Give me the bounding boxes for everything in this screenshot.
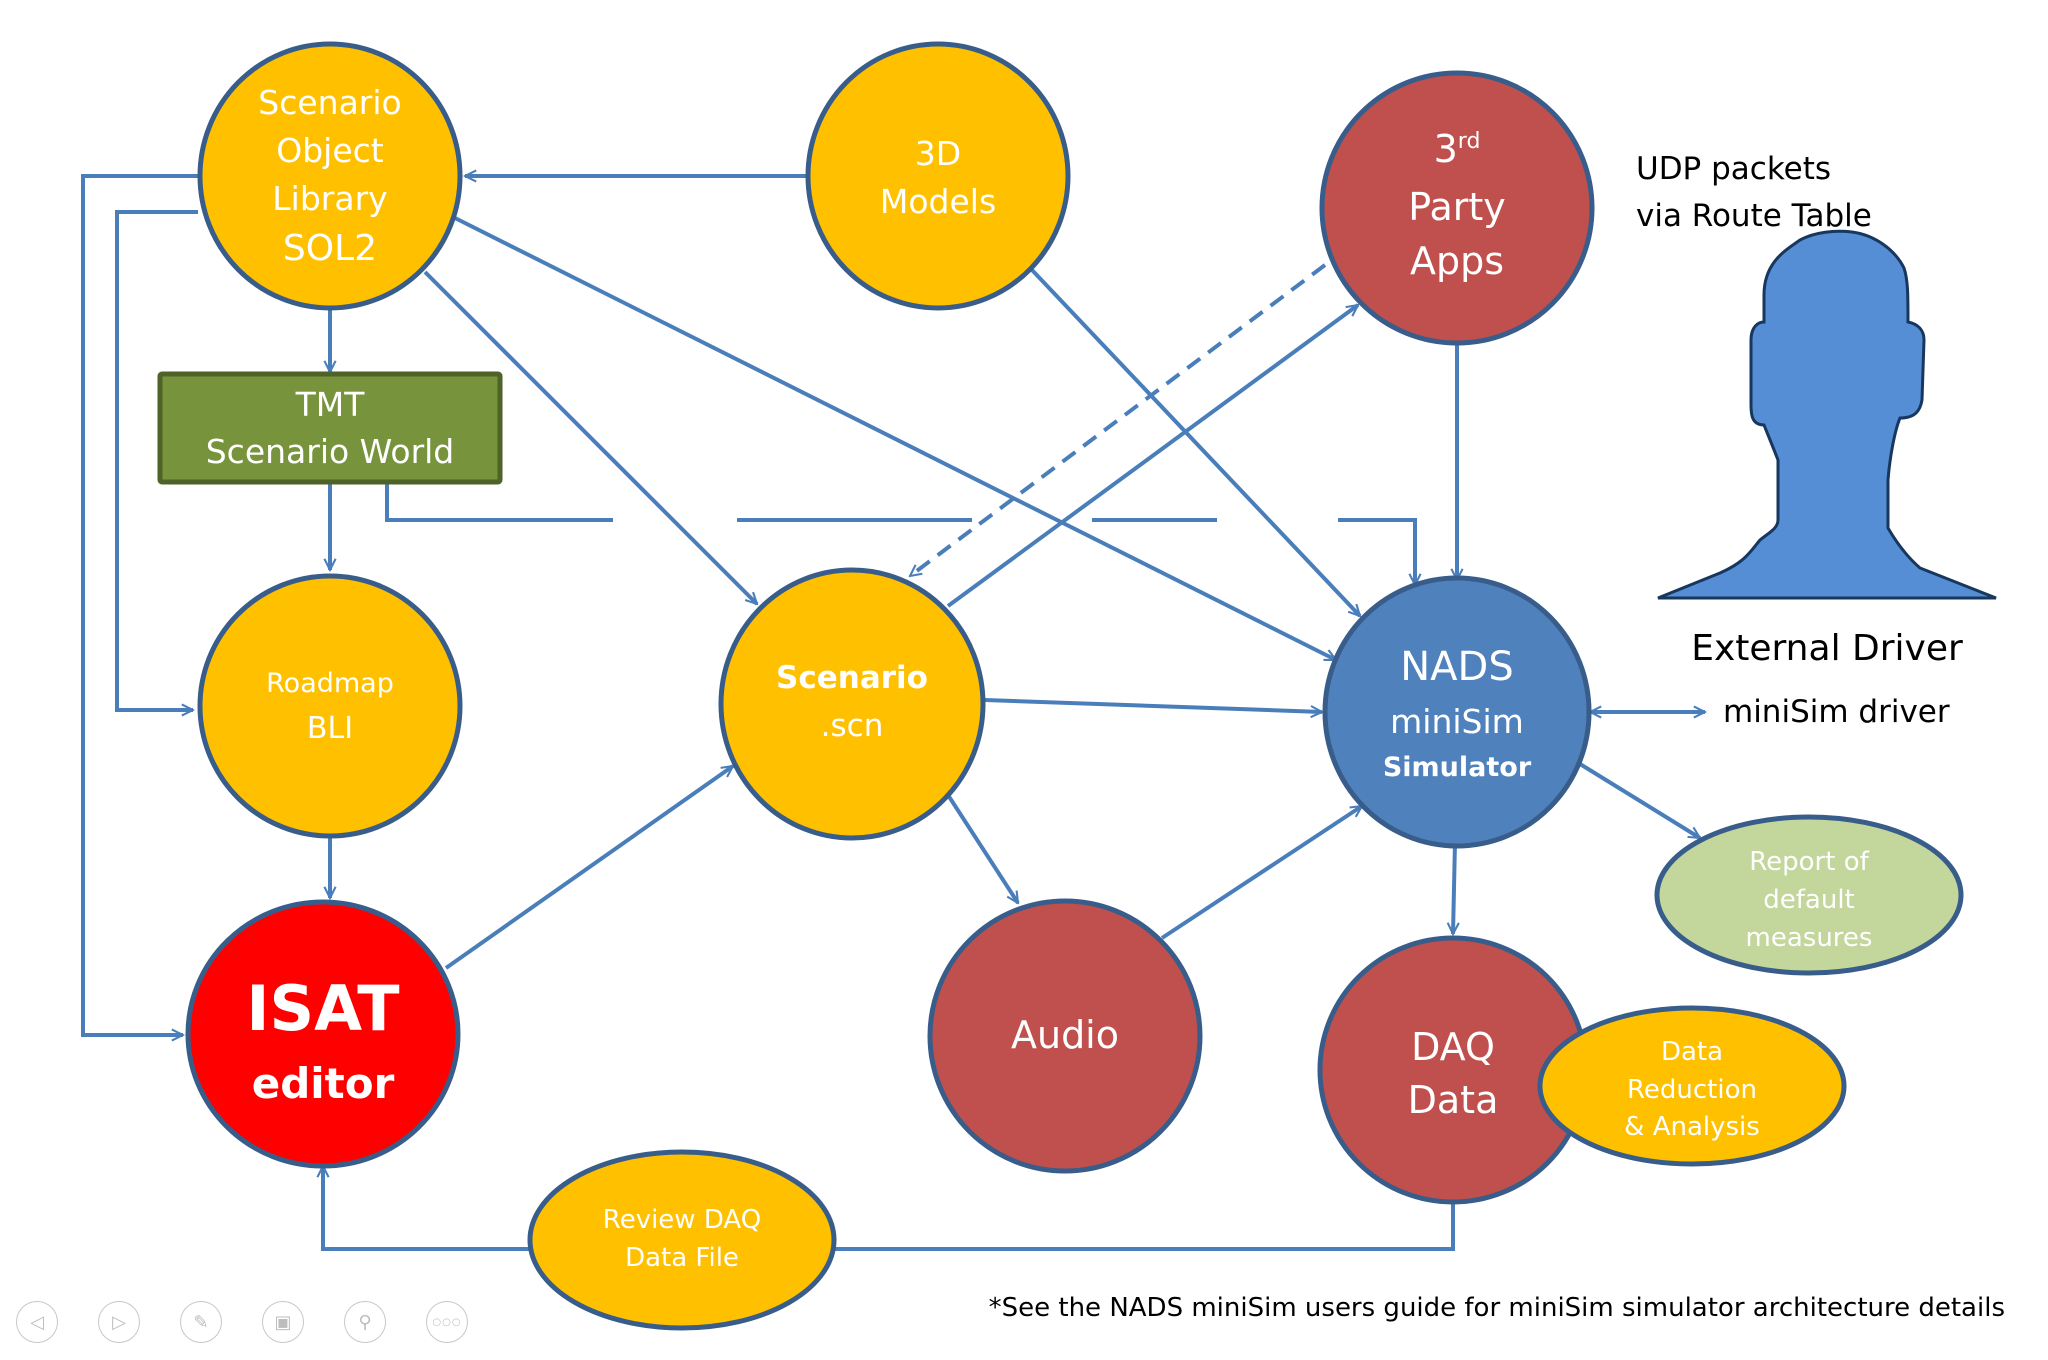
nads-line-1: NADS: [1400, 644, 1513, 690]
more-icon: ○○○: [432, 1316, 462, 1328]
node-scenario-scn[interactable]: Scenario .scn: [718, 567, 986, 841]
route-table-label: via Route Table: [1636, 198, 1872, 234]
tmt-line-1: TMT: [295, 385, 366, 424]
node-tmt-scenario-world[interactable]: TMT Scenario World: [157, 371, 503, 485]
edge-3rdparty-to-scenario-dashed: [910, 263, 1327, 578]
review-line-2: Data File: [625, 1243, 739, 1273]
edge-review-to-isat: [323, 1166, 530, 1251]
edge-nads-to-daq: [1453, 841, 1455, 934]
edge-nads-to-report: [1578, 762, 1700, 840]
edge-scenario-to-audio: [946, 793, 1020, 903]
edge-isat-to-scenario: [444, 764, 733, 970]
daq-line-2: Data: [1408, 1078, 1499, 1122]
external-driver-label: External Driver: [1691, 628, 1963, 669]
edge-sol2-to-isat: [81, 174, 198, 1035]
edge-tmt-to-nads: [385, 482, 613, 522]
slideshow-toolbar: ◁ ▷ ✎ ▣ ⚲ ○○○: [16, 1301, 468, 1343]
node-roadmap-bli[interactable]: Roadmap BLI: [197, 573, 463, 839]
edge-audio-to-nads: [1160, 804, 1362, 940]
reduction-line-2: Reduction: [1627, 1075, 1757, 1105]
node-audio[interactable]: Audio: [927, 898, 1203, 1174]
report-line-3: measures: [1746, 923, 1873, 953]
udp-packets-label: UDP packets: [1636, 151, 1831, 187]
scenario-line-1: Scenario: [776, 660, 928, 696]
connectors: [81, 174, 1705, 1251]
report-line-1: Report of: [1749, 847, 1869, 877]
node-review-daq-data-file[interactable]: Review DAQ Data File: [527, 1149, 837, 1331]
previous-slide-button[interactable]: ◁: [16, 1301, 58, 1343]
edge-sol2-to-roadmap: [115, 210, 198, 710]
zoom-button[interactable]: ⚲: [344, 1301, 386, 1343]
isat-line-2: editor: [252, 1059, 395, 1108]
see-all-slides-button[interactable]: ▣: [262, 1301, 304, 1343]
magnifier-icon: ⚲: [358, 1311, 372, 1333]
roadmap-line-2: BLI: [307, 711, 353, 746]
3rd-party-line-2: Party: [1408, 185, 1506, 229]
edge-daq-to-review: [834, 1203, 1455, 1251]
slides-grid-icon: ▣: [274, 1311, 292, 1333]
daq-line-1: DAQ: [1411, 1025, 1495, 1069]
node-nads-minisim[interactable]: NADS miniSim Simulator: [1322, 575, 1592, 849]
edge-scenario-to-nads: [984, 698, 1322, 712]
bus-seg-4: [1338, 518, 1415, 585]
sol2-line-4: SOL2: [283, 228, 377, 269]
3rd-party-line-1: 3rd: [1434, 127, 1481, 171]
3rd-party-line-3: Apps: [1410, 239, 1504, 283]
edge-3dmodels-to-nads: [1030, 268, 1360, 616]
more-options-button[interactable]: ○○○: [426, 1301, 468, 1343]
node-data-reduction-analysis[interactable]: Data Reduction & Analysis: [1537, 1005, 1847, 1167]
edge-scenario-to-3rdparty: [946, 303, 1358, 608]
3d-models-line-1: 3D: [915, 134, 961, 173]
isat-line-1: ISAT: [246, 972, 399, 1045]
tmt-line-2: Scenario World: [206, 432, 455, 471]
edge-sol2-to-nads: [454, 216, 1336, 662]
edge-sol2-to-scenario: [423, 270, 757, 604]
node-3rd-party-apps[interactable]: 3rd Party Apps: [1319, 70, 1595, 346]
sol2-line-3: Library: [272, 179, 387, 218]
reduction-line-1: Data: [1661, 1037, 1723, 1067]
previous-icon: ◁: [30, 1311, 44, 1333]
sol2-line-1: Scenario: [258, 83, 401, 122]
node-report-default-measures[interactable]: Report of default measures: [1654, 814, 1964, 976]
nads-line-2: miniSim: [1390, 702, 1524, 741]
nads-line-3: Simulator: [1383, 752, 1532, 783]
external-driver-silhouette-icon: [1657, 229, 1997, 600]
scenario-line-2: .scn: [821, 708, 884, 744]
pen-icon: ✎: [193, 1311, 209, 1333]
node-daq-data[interactable]: DAQ Data: [1317, 935, 1589, 1205]
sol2-line-2: Object: [276, 131, 384, 170]
report-line-2: default: [1763, 885, 1854, 915]
pen-button[interactable]: ✎: [180, 1301, 222, 1343]
reduction-line-3: & Analysis: [1624, 1112, 1760, 1142]
minisim-driver-label: miniSim driver: [1723, 694, 1950, 730]
node-3d-models[interactable]: 3D Models: [805, 41, 1071, 311]
3d-models-line-2: Models: [880, 182, 996, 221]
roadmap-line-1: Roadmap: [266, 668, 394, 699]
footnote: *See the NADS miniSim users guide for mi…: [989, 1293, 2005, 1323]
review-line-1: Review DAQ: [603, 1205, 761, 1235]
next-icon: ▷: [112, 1311, 126, 1333]
audio-label: Audio: [1011, 1013, 1119, 1057]
node-isat-editor[interactable]: ISAT editor: [185, 899, 461, 1169]
next-slide-button[interactable]: ▷: [98, 1301, 140, 1343]
node-sol2[interactable]: Scenario Object Library SOL2: [197, 41, 463, 311]
